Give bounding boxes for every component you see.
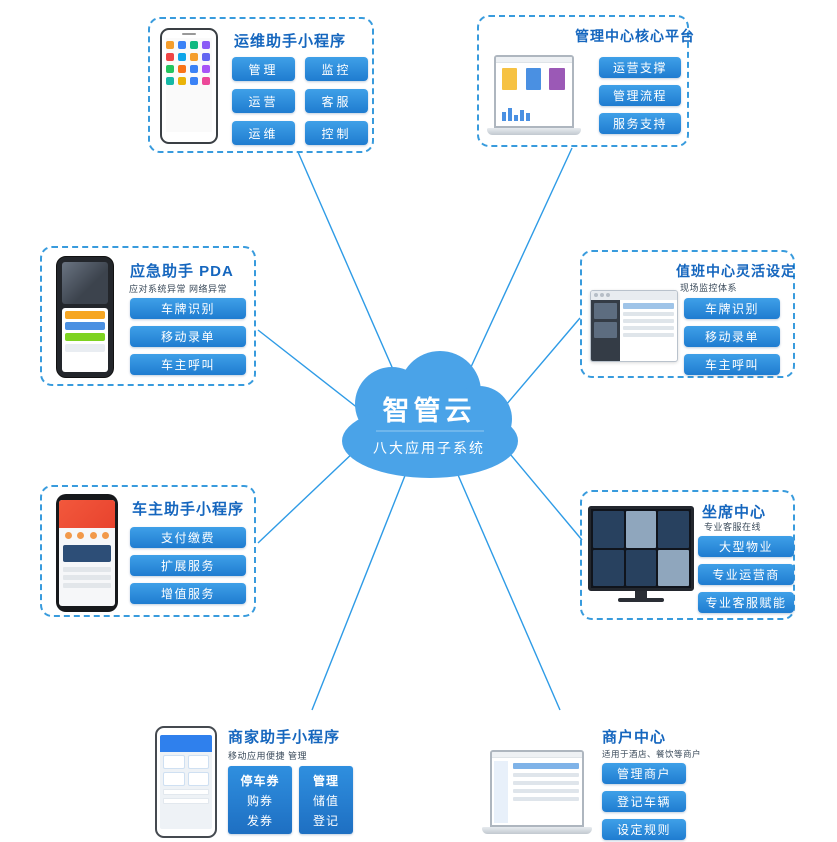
smartphone-mockup bbox=[56, 494, 118, 612]
record-table bbox=[513, 763, 579, 801]
group-title: 商家助手小程序 bbox=[228, 729, 341, 746]
feature-button: 车主呼叫 bbox=[684, 354, 780, 375]
group-subtitle: 应对系统异常 网络异常 bbox=[129, 284, 228, 294]
group-duty-center: 值班中心灵活设定 现场监控体系 车牌识别 移动录单 车主呼叫 bbox=[580, 250, 795, 378]
feature-button-list: 管理商户 登记车辆 设定规则 bbox=[602, 763, 686, 840]
feature-button: 管理 bbox=[232, 57, 295, 81]
phone-screen bbox=[166, 38, 212, 132]
connector-line-group bbox=[257, 147, 583, 711]
surveillance-grid bbox=[588, 506, 694, 591]
feature-button: 专业运营商 bbox=[698, 564, 794, 585]
feature-button: 登记车辆 bbox=[602, 791, 686, 812]
sidebar-panel bbox=[493, 761, 509, 823]
group-subtitle: 现场监控体系 bbox=[680, 283, 738, 293]
pda-app-screen bbox=[62, 307, 108, 372]
feature-button: 运维 bbox=[232, 121, 295, 145]
monitoring-window-thumbnail bbox=[590, 290, 678, 362]
group-title: 坐席中心 bbox=[702, 504, 767, 521]
laptop-mockup bbox=[487, 55, 581, 135]
monitor-mockup bbox=[588, 506, 694, 602]
laptop-mockup bbox=[482, 750, 592, 834]
feature-button-list: 运营支撑 管理流程 服务支持 bbox=[599, 57, 681, 134]
app-header bbox=[160, 735, 212, 752]
cloud-subtitle: 八大应用子系统 bbox=[373, 440, 485, 456]
group-title: 商户中心 bbox=[602, 729, 667, 746]
feature-block: 停车券 购券 发券 bbox=[228, 766, 292, 834]
feature-button: 扩展服务 bbox=[130, 555, 246, 576]
block-line: 储值 bbox=[312, 793, 339, 808]
feature-button: 车牌识别 bbox=[130, 298, 246, 319]
group-title: 管理中心核心平台 bbox=[575, 28, 695, 44]
feature-button: 服务支持 bbox=[599, 113, 681, 134]
feature-block: 管理 储值 登记 bbox=[299, 766, 353, 834]
group-subtitle: 适用于酒店、餐饮等商户 bbox=[602, 749, 702, 759]
feature-button: 管理流程 bbox=[599, 85, 681, 106]
block-line: 停车券 bbox=[240, 773, 280, 788]
feature-button: 支付缴费 bbox=[130, 527, 246, 548]
group-merchant-center: 商户中心 适用于酒店、餐饮等商户 管理商户 登记车辆 设定规则 bbox=[480, 722, 701, 842]
block-line: 发券 bbox=[246, 813, 273, 828]
cloud-title: 智管云 bbox=[383, 396, 476, 426]
phone-screen bbox=[59, 500, 115, 606]
feature-button: 控制 bbox=[305, 121, 368, 145]
feature-button: 大型物业 bbox=[698, 536, 794, 557]
feature-button: 监控 bbox=[305, 57, 368, 81]
feature-button-list: 车牌识别 移动录单 车主呼叫 bbox=[130, 298, 246, 375]
feature-button: 移动录单 bbox=[130, 326, 246, 347]
group-title: 运维助手小程序 bbox=[234, 33, 347, 50]
feature-button-list: 大型物业 专业运营商 专业客服赋能 bbox=[698, 536, 794, 613]
feature-button: 运营支撑 bbox=[599, 57, 681, 78]
group-subtitle: 移动应用便捷 管理 bbox=[228, 751, 308, 761]
app-image-strip bbox=[63, 544, 111, 562]
feature-button: 专业客服赋能 bbox=[698, 592, 794, 613]
feature-button-list: 车牌识别 移动录单 车主呼叫 bbox=[684, 298, 780, 375]
feature-button: 管理商户 bbox=[602, 763, 686, 784]
pda-device-mockup bbox=[56, 256, 114, 378]
group-emergency-pda: 应急助手 PDA 应对系统异常 网络异常 车牌识别 移动录单 车主呼叫 bbox=[40, 246, 256, 386]
feature-button: 车牌识别 bbox=[684, 298, 780, 319]
video-thumbnails bbox=[591, 300, 621, 361]
group-title: 应急助手 PDA bbox=[130, 263, 234, 280]
block-line: 管理 bbox=[312, 773, 339, 788]
laptop-screen bbox=[493, 55, 575, 128]
laptop-screen bbox=[489, 750, 585, 827]
block-line: 购券 bbox=[246, 793, 273, 808]
feature-button-grid: 管理 监控 运营 客服 运维 控制 bbox=[232, 57, 368, 145]
feature-button: 移动录单 bbox=[684, 326, 780, 347]
block-line: 登记 bbox=[312, 813, 339, 828]
group-title: 车主助手小程序 bbox=[132, 501, 245, 518]
smartphone-mockup bbox=[155, 726, 217, 838]
feature-button-list: 支付缴费 扩展服务 增值服务 bbox=[130, 527, 246, 604]
group-subtitle: 专业客服在线 bbox=[704, 522, 762, 532]
cloud-icon: 智管云 八大应用子系统 bbox=[342, 351, 518, 478]
feature-button: 客服 bbox=[305, 89, 368, 113]
group-owner-mini-program: 车主助手小程序 支付缴费 扩展服务 增值服务 bbox=[40, 485, 256, 617]
phone-screen bbox=[160, 735, 212, 829]
group-ops-mini-program: 运维助手小程序 管理 监控 运营 客服 运维 控制 bbox=[148, 17, 374, 153]
feature-button: 设定规则 bbox=[602, 819, 686, 840]
group-title: 值班中心灵活设定 bbox=[676, 263, 796, 279]
feature-button: 增值服务 bbox=[130, 583, 246, 604]
record-table bbox=[620, 300, 677, 361]
group-merchant-mini-program: 商家助手小程序 移动应用便捷 管理 停车券 购券 发券 管理 储值 登记 bbox=[150, 722, 362, 840]
feature-block-row: 停车券 购券 发券 管理 储值 登记 bbox=[228, 766, 353, 834]
group-mgmt-core-platform: 管理中心核心平台 运营支撑 管理流程 服务支持 bbox=[477, 15, 694, 147]
app-banner bbox=[59, 500, 115, 528]
pda-camera-view bbox=[62, 262, 108, 304]
feature-button: 车主呼叫 bbox=[130, 354, 246, 375]
group-agent-center: 坐席中心 专业客服在线 大型物业 专业运营商 专业客服赋能 bbox=[580, 490, 795, 620]
feature-button: 运营 bbox=[232, 89, 295, 113]
smartphone-mockup bbox=[160, 28, 218, 144]
